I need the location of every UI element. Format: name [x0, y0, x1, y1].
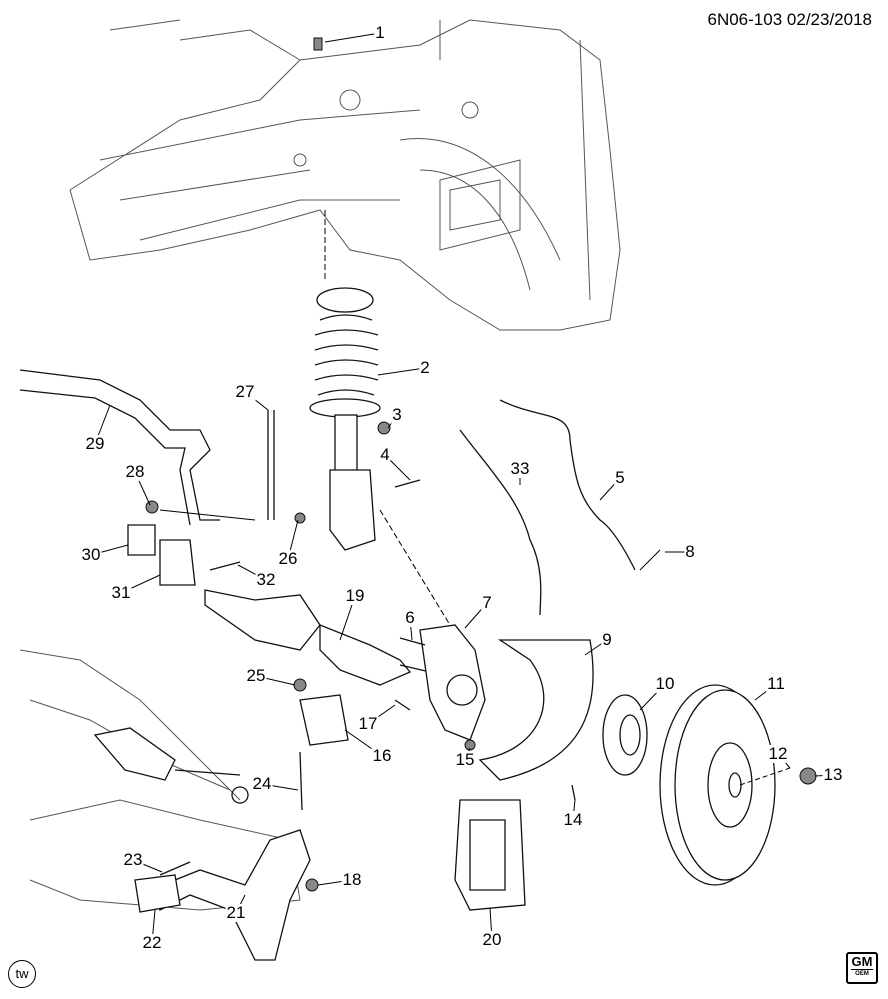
callout-24: 24 — [251, 774, 273, 793]
bushing-22 — [134, 874, 181, 913]
callout-10: 10 — [654, 674, 676, 693]
bushing — [299, 694, 349, 746]
callout-11: 11 — [766, 674, 786, 693]
splash-shield — [478, 639, 594, 781]
callout-22: 22 — [141, 933, 163, 952]
callout-12: 12 — [767, 744, 789, 763]
callout-14: 14 — [562, 810, 584, 829]
diagram-code: 6N06-103 — [707, 10, 783, 29]
stabilizer-bar — [19, 369, 275, 586]
callout-27: 27 — [234, 382, 256, 401]
diagram-date: 02/23/2018 — [786, 10, 872, 29]
wheel-speed-sensor-cable-2 — [499, 399, 636, 571]
tw-mark: tw — [8, 960, 36, 988]
callout-33: 33 — [509, 459, 531, 478]
lower-control-arm — [149, 829, 311, 961]
strut-assembly — [309, 287, 381, 551]
callout-4: 4 — [379, 445, 391, 464]
callout-6: 6 — [404, 608, 416, 627]
callout-28: 28 — [124, 462, 146, 481]
callout-30: 30 — [80, 545, 102, 564]
callout-8: 8 — [684, 542, 696, 561]
steering-knuckle — [379, 509, 486, 741]
wheel-speed-sensor-cable — [459, 429, 542, 616]
callout-26: 26 — [277, 549, 299, 568]
body-structure — [69, 19, 621, 331]
callout-20: 20 — [481, 930, 503, 949]
drive-axle — [204, 589, 431, 686]
diagram-header: 6N06-103 02/23/2018 — [708, 10, 873, 30]
leader-line-1 — [324, 32, 381, 43]
callout-31: 31 — [110, 583, 132, 602]
callout-21: 21 — [225, 903, 247, 922]
leader-line-2 — [377, 367, 426, 376]
wheel-hub — [602, 694, 648, 776]
callout-32: 32 — [255, 570, 277, 589]
fasteners — [145, 37, 817, 892]
callout-3: 3 — [391, 405, 403, 424]
callout-16: 16 — [371, 746, 393, 765]
callout-2: 2 — [419, 358, 431, 377]
callout-29: 29 — [84, 434, 106, 453]
callout-17: 17 — [357, 714, 379, 733]
callout-9: 9 — [601, 630, 613, 649]
steering-gear — [19, 649, 301, 911]
brake-rotor — [659, 684, 791, 886]
callout-15: 15 — [454, 750, 476, 769]
callout-7: 7 — [481, 593, 493, 612]
callout-23: 23 — [122, 850, 144, 869]
callout-25: 25 — [245, 666, 267, 685]
callout-19: 19 — [344, 586, 366, 605]
brake-caliper — [454, 799, 526, 911]
callout-13: 13 — [822, 765, 844, 784]
callout-18: 18 — [341, 870, 363, 889]
callout-1: 1 — [374, 23, 386, 42]
callout-5: 5 — [614, 468, 626, 487]
